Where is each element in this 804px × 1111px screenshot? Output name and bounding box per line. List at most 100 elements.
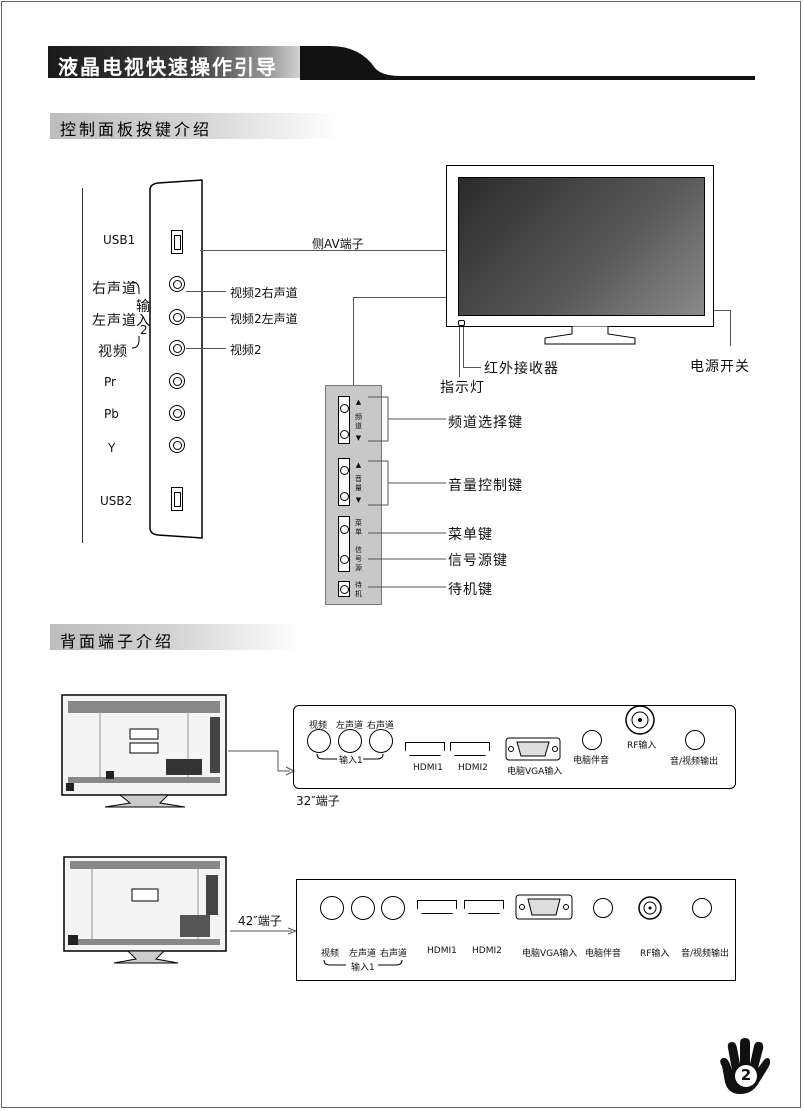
section-bar-controls [50, 113, 340, 139]
p32-video-jack-icon [307, 729, 331, 753]
src-label-a: 信 [355, 546, 362, 554]
callout-channel-key: 频道选择键 [448, 415, 523, 431]
callout-standby-key: 待机键 [448, 582, 493, 598]
pb-jack-icon [169, 405, 185, 421]
p32-input1-bracket [316, 753, 384, 760]
ch-label-a: 频 [355, 413, 362, 421]
p42-pc-audio-jack-icon [593, 898, 613, 918]
p32-vga-port-icon [505, 737, 561, 761]
p32-left-label: 左声道 [336, 721, 364, 731]
p42-right-jack-icon [381, 896, 405, 920]
menu-label-a: 菜 [355, 519, 362, 527]
label-input2-c: 2 [140, 323, 148, 337]
power-leader-v [730, 310, 731, 346]
video2-right-leader [186, 291, 226, 292]
menu-label-b: 单 [355, 528, 362, 536]
p42-input1-label: 输入1 [351, 963, 375, 973]
p32-left-jack-icon [338, 729, 362, 753]
left-channel-jack-icon [169, 309, 185, 325]
label-input2-b: 入 [136, 313, 151, 329]
callout-source-key: 信号源键 [448, 553, 508, 569]
p32-right-label: 右声道 [367, 721, 395, 731]
video2-left-leader [186, 317, 226, 318]
callout-video2-right: 视频2右声道 [230, 286, 298, 300]
page-title: 液晶电视快速操作引导 [58, 55, 278, 79]
p32-hdmi1-label: HDMI1 [413, 763, 443, 773]
ir-leader-h [463, 367, 481, 368]
ch-down-icon: ▼ [355, 434, 362, 442]
callout-volume-key: 音量控制键 [448, 478, 523, 494]
p42-av-out-jack-icon [692, 898, 712, 918]
tv-screen [458, 177, 705, 316]
p32-hdmi2-label: HDMI2 [458, 763, 488, 773]
stby-label-b: 机 [355, 590, 362, 598]
usb2-port-icon [171, 487, 183, 511]
callout-power-switch: 电源开关 [690, 359, 750, 375]
p32-rf-label: RF输入 [627, 741, 657, 751]
p42-hdmi1-label: HDMI1 [427, 946, 457, 956]
rear-panel-32 [293, 705, 736, 789]
callout-menu-key: 菜单键 [448, 527, 493, 543]
vol-down-icon: ▼ [355, 496, 362, 504]
tv42-rear-illustration [63, 856, 227, 964]
p32-rf-port-icon [625, 705, 655, 735]
p42-pc-audio-label: 电脑伴音 [585, 949, 622, 959]
p42-hdmi1-port-icon [417, 900, 457, 914]
label-y: Y [108, 441, 116, 455]
p32-hdmi1-port-icon [405, 742, 445, 756]
label-video: 视频 [98, 344, 128, 360]
section-title-rear: 背面端子介绍 [60, 632, 175, 651]
usb1-port-icon [171, 230, 183, 254]
volume-key-button[interactable] [338, 458, 350, 506]
indicator-leader [459, 327, 460, 377]
arrow-32 [228, 750, 296, 776]
label-pr: Pr [104, 375, 116, 389]
right-channel-jack-icon [169, 276, 185, 292]
page-number-badge [734, 1064, 758, 1088]
key-panel-connector-v [353, 297, 354, 385]
vol-label-a: 音 [355, 475, 362, 483]
side-panel-left-edge [82, 188, 83, 543]
channel-key-button[interactable] [338, 396, 350, 444]
menu-source-key-button[interactable] [338, 516, 350, 572]
src-label-c: 源 [355, 564, 362, 572]
p42-left-label: 左声道 [349, 949, 377, 959]
p32-right-jack-icon [369, 729, 393, 753]
p42-hdmi2-label: HDMI2 [472, 946, 502, 956]
tv32-rear-illustration [61, 694, 227, 808]
p42-rf-port-icon [638, 896, 662, 920]
section-bar-rear [50, 624, 300, 650]
p32-input1-label: 输入1 [339, 756, 363, 766]
p32-av-out-label: 音/视频输出 [670, 757, 719, 767]
p42-vga-port-icon [515, 894, 573, 920]
p32-pc-audio-jack-icon [582, 730, 602, 750]
ir-leader-v [463, 327, 464, 367]
label-left-channel: 左声道 [92, 313, 137, 329]
header-banner [48, 46, 308, 78]
ch-label-b: 道 [355, 422, 362, 430]
key-panel-connector-h [353, 297, 446, 298]
tv-stand [544, 326, 636, 345]
vol-up-icon: ▲ [355, 461, 362, 469]
header-swoosh [300, 46, 755, 80]
p42-av-out-label: 音/视频输出 [681, 949, 730, 959]
p42-left-jack-icon [351, 896, 375, 920]
ir-sensor-icon [458, 320, 465, 326]
caption-42: 42″端子 [238, 914, 282, 928]
pr-jack-icon [169, 373, 185, 389]
side-av-leader-line [200, 250, 447, 251]
p42-vga-label: 电脑VGA输入 [522, 949, 578, 959]
key-callout-lines [368, 396, 446, 588]
p32-vga-label: 电脑VGA输入 [507, 767, 563, 777]
callout-ir-receiver: 红外接收器 [484, 361, 559, 377]
rear-panel-42 [296, 879, 736, 981]
callout-video2-left: 视频2左声道 [230, 312, 298, 326]
label-input2-a: 输 [136, 299, 151, 315]
label-usb2: USB2 [100, 494, 133, 508]
page-number: 2 [740, 1066, 752, 1084]
p42-right-label: 右声道 [380, 949, 408, 959]
p32-pc-audio-label: 电脑伴音 [573, 756, 610, 766]
standby-key-button[interactable] [338, 581, 350, 597]
y-jack-icon [169, 437, 185, 453]
